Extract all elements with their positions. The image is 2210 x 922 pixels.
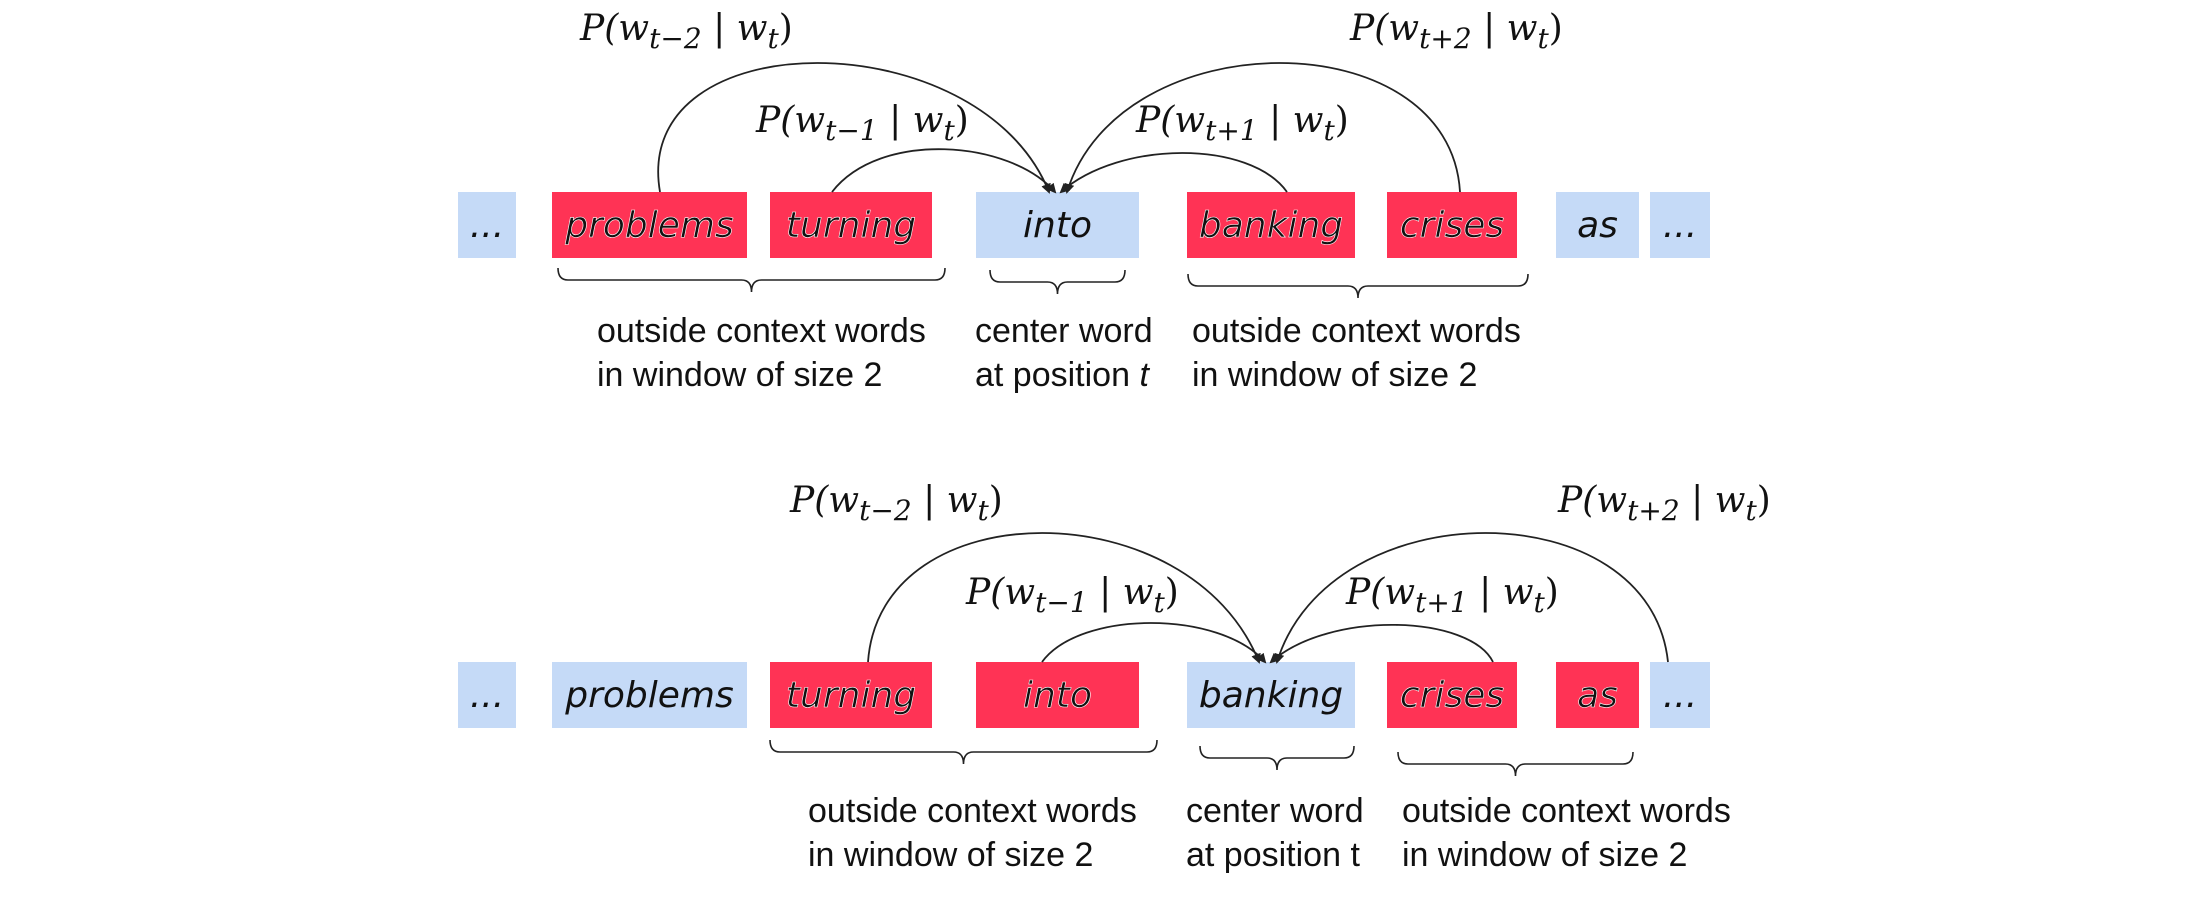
token-box — [976, 192, 1139, 258]
probability-label-4: P(wt+2 | wt) — [1349, 8, 1563, 55]
probability-label-3: P(wt+1 | wt) — [1345, 572, 1559, 619]
token-label: crises — [1400, 205, 1504, 246]
token-2-3: turning — [770, 662, 932, 728]
token-1-4: into — [976, 192, 1139, 258]
token-label: as — [1577, 205, 1618, 246]
right-context-caption-line-2: in window of size 2 — [1192, 356, 1477, 394]
center-word-caption-line-2: at position t — [975, 356, 1150, 394]
token-2-8: ... — [1650, 662, 1710, 728]
token-label: banking — [1199, 675, 1343, 716]
token-label: into — [1023, 205, 1092, 246]
token-label: into — [1023, 675, 1092, 716]
probability-label-2: P(wt−1 | wt) — [965, 572, 1179, 619]
token-box — [976, 662, 1139, 728]
token-1-2: problems — [552, 192, 747, 258]
token-box — [1650, 662, 1710, 728]
probability-label-1: P(wt−2 | wt) — [789, 480, 1003, 527]
left-context-brace — [557, 267, 946, 293]
token-label: banking — [1199, 205, 1343, 246]
token-2-2: problems — [552, 662, 747, 728]
token-2-7: as — [1556, 662, 1639, 728]
token-label: problems — [564, 205, 734, 246]
token-2-1: ... — [458, 662, 516, 728]
probability-label-2: P(wt−1 | wt) — [755, 100, 969, 147]
token-box — [552, 662, 747, 728]
token-box — [552, 192, 747, 258]
token-1-8: ... — [1650, 192, 1710, 258]
token-label: problems — [564, 675, 734, 716]
token-label: as — [1577, 675, 1618, 716]
token-label: ... — [470, 205, 504, 246]
token-label: ... — [1663, 205, 1697, 246]
context-arc-3 — [1269, 623, 1494, 664]
diagram-1: ... problems turning into banking crises as...… — [458, 8, 1710, 394]
left-context-caption-line-1: outside context words — [808, 792, 1137, 830]
probability-label-4: P(wt+2 | wt) — [1557, 480, 1771, 527]
right-context-caption-line-2: in window of size 2 — [1402, 836, 1687, 874]
right-context-brace — [1187, 273, 1529, 299]
diagram-2: ... problems turning into banking crises as...… — [458, 480, 1771, 874]
token-box — [1387, 192, 1517, 258]
probability-label-3: P(wt+1 | wt) — [1135, 100, 1349, 147]
token-label: ... — [1663, 675, 1697, 716]
context-arc-4 — [1064, 62, 1461, 194]
context-arc-1 — [657, 62, 1051, 194]
token-label: ... — [470, 675, 504, 716]
token-2-4: into — [976, 662, 1139, 728]
token-1-1: ... — [458, 192, 516, 258]
token-box — [1556, 192, 1639, 258]
token-label: crises — [1400, 675, 1504, 716]
center-word-caption-line-1: center word — [1186, 792, 1364, 830]
token-box — [458, 662, 516, 728]
token-1-6: crises — [1387, 192, 1517, 258]
right-context-brace — [1397, 751, 1634, 777]
token-box — [770, 192, 932, 258]
token-box — [770, 662, 932, 728]
right-context-caption-line-1: outside context words — [1402, 792, 1731, 830]
center-word-brace — [1199, 745, 1355, 771]
token-box — [458, 192, 516, 258]
right-context-caption-line-1: outside context words — [1192, 312, 1521, 350]
center-word-brace — [989, 269, 1126, 295]
token-1-5: banking — [1187, 192, 1355, 258]
left-context-caption-line-2: in window of size 2 — [597, 356, 882, 394]
context-arc-1 — [867, 532, 1261, 664]
token-box — [1556, 662, 1639, 728]
context-arc-2 — [831, 148, 1057, 194]
left-context-brace — [769, 739, 1158, 765]
token-label: turning — [786, 205, 916, 246]
token-box — [1650, 192, 1710, 258]
center-word-caption-line-1: center word — [975, 312, 1153, 350]
token-1-7: as — [1556, 192, 1639, 258]
token-2-5: banking — [1187, 662, 1355, 728]
left-context-caption-line-2: in window of size 2 — [808, 836, 1093, 874]
probability-label-1: P(wt−2 | wt) — [579, 8, 793, 55]
context-arc-3 — [1059, 152, 1288, 194]
context-arc-4 — [1274, 532, 1669, 664]
token-1-3: turning — [770, 192, 932, 258]
context-arc-2 — [1041, 622, 1267, 664]
token-label: turning — [786, 675, 916, 716]
token-box — [1187, 662, 1355, 728]
token-2-6: crises — [1387, 662, 1517, 728]
token-box — [1387, 662, 1517, 728]
center-word-caption-line-2: at position t — [1186, 836, 1360, 874]
token-box — [1187, 192, 1355, 258]
left-context-caption-line-1: outside context words — [597, 312, 926, 350]
